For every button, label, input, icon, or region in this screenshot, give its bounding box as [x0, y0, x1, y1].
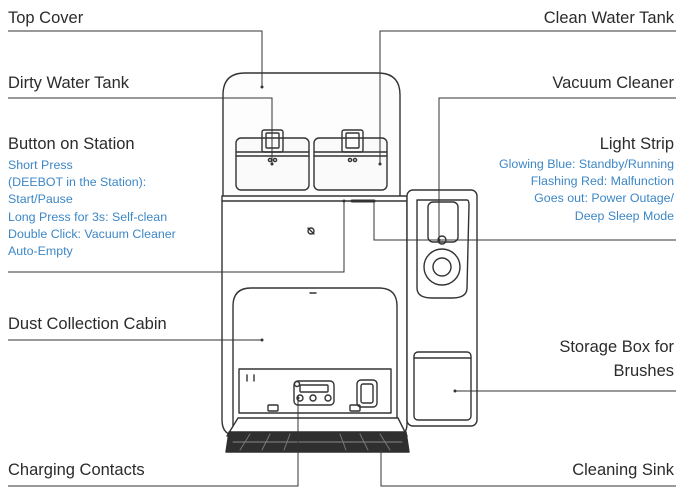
label-vacuum-cleaner: Vacuum Cleaner: [552, 74, 674, 92]
ramp-shape: [225, 417, 410, 453]
label-storage-box-line2: Brushes: [613, 362, 674, 380]
light-strip-details: Glowing Blue: Standby/Running Flashing R…: [499, 156, 674, 225]
leader-top-cover: [8, 30, 263, 87]
leader-cleaning-sink: [380, 451, 676, 487]
leader-clean-water-tank: [379, 30, 676, 164]
vacuum-cleaner-shape: [406, 189, 478, 427]
leader-vacuum-cleaner: [438, 97, 676, 240]
button-detail-line: Double Click: Vacuum Cleaner: [8, 226, 176, 241]
light-detail-line: Flashing Red: Malfunction: [530, 174, 674, 189]
label-charging-contacts: Charging Contacts: [8, 461, 145, 479]
label-light-strip: Light Strip: [599, 135, 674, 153]
base-panel-shape: [238, 368, 392, 414]
label-dirty-water-tank: Dirty Water Tank: [8, 74, 130, 92]
button-detail-line: Long Press for 3s: Self-clean: [8, 209, 168, 224]
button-detail-line: Start/Pause: [8, 192, 73, 207]
dust-collection-cabin-shape: [232, 287, 398, 437]
label-button-on-station: Button on Station: [8, 135, 135, 153]
leader-charging-contacts: [8, 398, 299, 487]
light-detail-line: Goes out: Power Outage/: [534, 191, 674, 206]
button-on-station-details: Short Press (DEEBOT in the Station): Sta…: [8, 157, 176, 260]
clean-water-tank-shape: [313, 129, 388, 191]
leader-light-strip: [373, 201, 676, 241]
button-detail-line: Auto-Empty: [8, 244, 73, 259]
leader-button-on-station: [8, 201, 345, 273]
label-storage-box-line1: Storage Box for: [559, 338, 674, 356]
label-top-cover: Top Cover: [8, 9, 84, 27]
label-clean-water-tank: Clean Water Tank: [543, 9, 674, 27]
light-detail-line: Deep Sleep Mode: [574, 208, 674, 223]
light-detail-line: Glowing Blue: Standby/Running: [499, 157, 674, 171]
button-detail-line: (DEEBOT in the Station):: [8, 175, 147, 190]
label-dust-collection-cabin: Dust Collection Cabin: [8, 315, 167, 333]
leader-dirty-water-tank: [8, 97, 273, 164]
button-detail-line: Short Press: [8, 158, 73, 172]
label-cleaning-sink: Cleaning Sink: [572, 461, 674, 479]
